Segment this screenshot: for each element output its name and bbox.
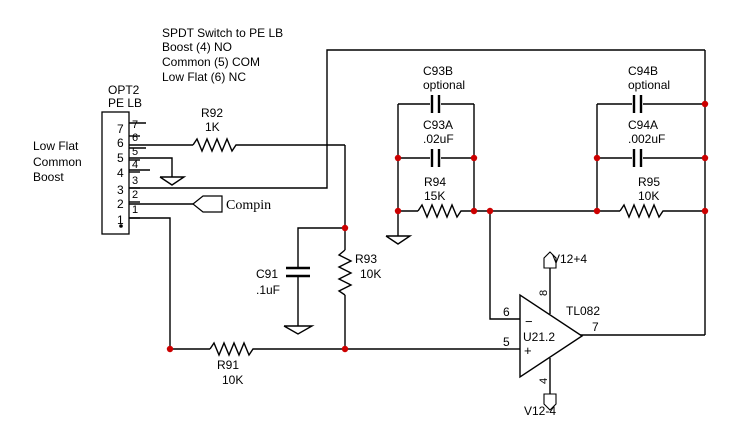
r94-value: 15K <box>424 189 445 203</box>
connector-pin-1: 1 <box>117 213 124 227</box>
mode-label-common: Common <box>33 155 82 169</box>
vneg-label: V12-4 <box>524 404 556 418</box>
connector-ref: OPT2 <box>108 83 140 97</box>
resistor-r91: R91 10K <box>209 341 256 387</box>
connector-name: PE LB <box>108 96 142 110</box>
r92-ref: R92 <box>201 106 223 120</box>
conn-right-pin-2: 2 <box>132 189 138 201</box>
resistor-r92: R92 1K <box>192 106 240 153</box>
capacitor-c93b: C93B optional <box>423 64 465 113</box>
resistor-r95: R95 10K <box>619 175 705 219</box>
r94-ref: R94 <box>424 175 446 189</box>
junction-dot <box>394 154 402 162</box>
r95-value: 10K <box>638 189 659 203</box>
conn-right-pin-3: 3 <box>132 175 138 187</box>
connector-pin-6: 6 <box>117 136 124 150</box>
r93-ref: R93 <box>355 252 377 266</box>
wire-inv-input <box>489 211 520 320</box>
vneg-net-label: V12-4 <box>524 393 557 418</box>
opamp-pin-out: 7 <box>592 320 599 334</box>
ground-symbol-1 <box>159 176 187 186</box>
opamp-part: TL082 <box>566 304 600 318</box>
compin-net-label: Compin <box>192 195 271 213</box>
mode-label-boost: Boost <box>33 170 64 184</box>
junction-dot <box>593 154 601 162</box>
compin-label: Compin <box>226 198 271 213</box>
conn-right-pin-7: 7 <box>132 119 138 131</box>
opamp-pin-inv: 6 <box>503 305 510 319</box>
opamp-pin-vneg: 4 <box>538 378 550 384</box>
conn-right-pin-4: 4 <box>132 159 138 171</box>
capacitor-c91: C91 .1uF <box>256 266 310 297</box>
r95-ref: R95 <box>638 175 660 189</box>
r93-value: 10K <box>360 267 381 281</box>
ground-symbol-2 <box>283 325 315 335</box>
vpos-net-label: V12+4 <box>543 251 587 269</box>
mode-label-low-flat: Low Flat <box>33 139 79 153</box>
junction-dot <box>394 207 402 215</box>
connector-pin-5: 5 <box>117 151 124 165</box>
capacitor-c94a: C94A .002uF <box>628 118 665 167</box>
c93a-ref: C93A <box>423 118 453 132</box>
ground-symbol-3 <box>385 235 413 245</box>
junction-dot <box>701 154 709 162</box>
connector-pin1-marker <box>119 224 123 228</box>
opamp-minus: − <box>525 314 533 329</box>
opamp-pin-noninv: 5 <box>503 335 510 349</box>
capacitor-c93a: C93A .02uF <box>423 118 454 167</box>
junction-dot <box>470 207 478 215</box>
r91-value: 10K <box>222 373 243 387</box>
mode-labels: Low Flat Common Boost <box>33 139 82 184</box>
c93b-ref: C93B <box>423 64 453 78</box>
junction-dot <box>341 224 349 232</box>
wire-pin5-gnd <box>129 157 173 177</box>
junction-dot <box>593 207 601 215</box>
c93a-value: .02uF <box>423 132 454 146</box>
note-line-2: Boost (4) NO <box>162 40 232 54</box>
conn-right-pin-5: 5 <box>132 146 138 158</box>
connector-pin-2: 2 <box>117 197 124 211</box>
c94b-value: optional <box>628 78 670 92</box>
c93b-value: optional <box>423 78 465 92</box>
c91-value: .1uF <box>256 283 280 297</box>
connector-body <box>101 111 130 235</box>
opamp-u21: − + U21.2 TL082 6 5 7 8 4 <box>503 290 600 384</box>
junction-dot <box>470 154 478 162</box>
resistor-r94: R94 15K <box>417 175 474 219</box>
junction-dot <box>701 207 709 215</box>
switch-notes: SPDT Switch to PE LB Boost (4) NO Common… <box>162 26 283 84</box>
vpos-label: V12+4 <box>552 252 587 266</box>
junction-dot <box>166 345 174 353</box>
opamp-pin-vpos: 8 <box>538 290 550 296</box>
wire-pin1 <box>129 217 171 349</box>
connector-pin-7: 7 <box>117 122 124 136</box>
opamp-plus: + <box>524 343 532 358</box>
connector-pin-4: 4 <box>117 166 124 180</box>
c91-ref: C91 <box>256 267 278 281</box>
capacitor-c94b: C94B optional <box>628 64 670 113</box>
note-line-1: SPDT Switch to PE LB <box>162 26 283 40</box>
connector-pin-3: 3 <box>117 183 124 197</box>
junction-dot <box>701 100 709 108</box>
r91-ref: R91 <box>217 358 239 372</box>
junction-dot <box>486 207 494 215</box>
note-line-3: Common (5) COM <box>162 55 260 69</box>
r92-value: 1K <box>205 120 220 134</box>
junction-dots <box>166 100 709 353</box>
wire-c91-top <box>297 227 345 268</box>
opamp-ref: U21.2 <box>523 330 555 344</box>
conn-right-pin-6: 6 <box>132 132 138 144</box>
connector-opt2: OPT2 PE LB 7 6 5 4 3 2 1 7 6 5 4 3 2 1 <box>101 83 146 235</box>
note-line-4: Low Flat (6) NC <box>162 70 246 84</box>
junction-dot <box>341 345 349 353</box>
conn-right-pin-1: 1 <box>132 204 138 216</box>
c94b-ref: C94B <box>628 64 658 78</box>
c94a-value: .002uF <box>628 132 665 146</box>
resistor-r93: R93 10K <box>337 249 381 296</box>
wire-feedback-top <box>129 49 705 189</box>
c94a-ref: C94A <box>628 118 658 132</box>
